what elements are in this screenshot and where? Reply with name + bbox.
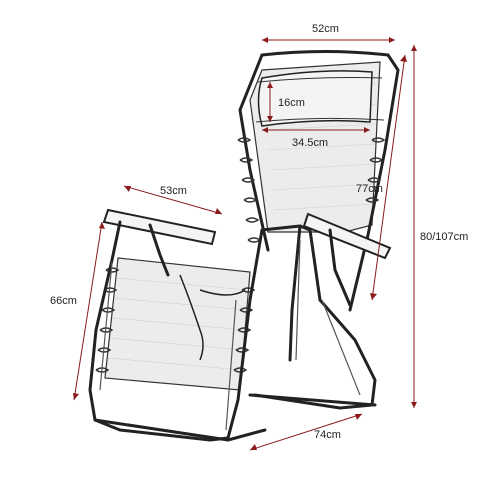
- left-armrest-support: [148, 223, 170, 277]
- dim-line-base-depth: [249, 413, 363, 451]
- dimension-lines: [73, 37, 417, 451]
- dim-arrow-total-height-top: [411, 45, 417, 51]
- dim-arrow-headrest-height-top: [267, 82, 273, 88]
- label-armrest-length: 53cm: [160, 185, 187, 197]
- dim-arrow-headrest-height-bottom: [267, 116, 273, 122]
- label-total-height: 80/107cm: [420, 231, 468, 243]
- dim-arrow-top-width-right: [389, 37, 395, 43]
- dim-arrow-headrest-width-left: [262, 127, 268, 133]
- base-bar: [93, 418, 267, 442]
- dim-arrow-seat-height-top: [99, 222, 105, 229]
- dim-arrow-base-depth-right: [355, 414, 362, 420]
- right-armrest-support: [328, 228, 352, 307]
- backrest-cords-left: [237, 137, 262, 243]
- label-headrest-width: 34.5cm: [292, 137, 328, 149]
- seat-mesh-pattern: [107, 277, 249, 371]
- label-top-width: 52cm: [312, 23, 339, 35]
- backrest-cords-right: [365, 137, 386, 203]
- seat-lever-cord: [179, 274, 246, 361]
- label-seat-height: 66cm: [50, 295, 77, 307]
- back-frame-top: [260, 50, 390, 57]
- dim-arrow-total-height-bottom: [411, 402, 417, 408]
- dim-line-backrest-height: [371, 54, 406, 301]
- dim-arrow-headrest-width-right: [364, 127, 370, 133]
- dim-arrow-top-width-left: [262, 37, 268, 43]
- dim-arrow-seat-height-bottom: [73, 393, 79, 400]
- label-backrest-height: 77cm: [356, 183, 383, 195]
- headrest-pillow: [257, 70, 373, 127]
- dim-arrow-backrest-height-bottom: [370, 293, 377, 300]
- dim-line-seat-height: [73, 221, 103, 401]
- rear-base-bar: [248, 393, 377, 407]
- back-frame-left: [238, 53, 270, 252]
- seat-cords-right: [233, 287, 256, 373]
- frame-inner-lines: [99, 239, 361, 431]
- right-armrest: [302, 212, 392, 260]
- dim-line-armrest-length: [123, 185, 223, 215]
- back-frame-right: [348, 53, 400, 312]
- label-headrest-height: 16cm: [278, 97, 305, 109]
- left-armrest: [102, 208, 217, 246]
- label-base-depth: 74cm: [314, 429, 341, 441]
- dimension-labels: 52cm 16cm 34.5cm 77cm 80/107cm 53cm 66cm…: [50, 23, 468, 441]
- dim-arrow-backrest-height-top: [400, 55, 407, 62]
- dim-arrow-armrest-length-left: [124, 186, 131, 192]
- chair-illustration: [88, 50, 400, 442]
- rear-leg-frame: [253, 224, 377, 410]
- dim-arrow-armrest-length-right: [215, 208, 222, 214]
- dim-arrow-base-depth-left: [250, 444, 257, 450]
